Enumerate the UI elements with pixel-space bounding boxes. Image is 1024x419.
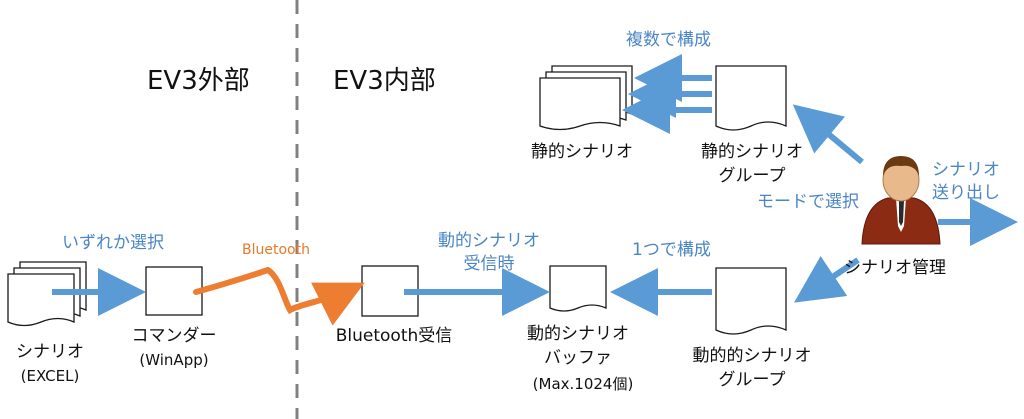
dynamic-group-document-icon bbox=[715, 267, 787, 335]
dynamic-buffer-line3: (Max.1024個) bbox=[532, 375, 634, 393]
dynamic-buffer-line1: 動的シナリオ bbox=[527, 324, 629, 344]
dynamic-group-line2: グループ bbox=[718, 370, 786, 390]
commander-label: コマンダー bbox=[131, 326, 217, 346]
label-composed-of-one: 1つで構成 bbox=[632, 240, 711, 260]
scenario-excel-label: シナリオ bbox=[16, 342, 84, 362]
region-outside-title: EV3外部 bbox=[147, 66, 250, 96]
commander-sub: (WinApp) bbox=[139, 351, 209, 369]
static-scenario-document-stack-icon bbox=[539, 65, 633, 131]
static-group-line2: グループ bbox=[718, 166, 786, 186]
arrow-manager-to-staticgroup bbox=[792, 104, 864, 165]
scenario-excel-sub: (EXCEL) bbox=[20, 367, 80, 385]
bluetooth-link-arrow bbox=[193, 266, 365, 326]
dynamic-group-line1: 動的的シナリオ bbox=[692, 346, 812, 366]
scenario-document-stack-icon bbox=[7, 261, 87, 327]
dynamic-buffer-line2: バッファ bbox=[544, 348, 612, 368]
static-group-document-icon bbox=[715, 65, 787, 131]
dynamic-buffer-document-icon bbox=[549, 265, 607, 312]
manager-label: シナリオ管理 bbox=[844, 258, 946, 278]
static-group-line1: 静的シナリオ bbox=[701, 142, 803, 162]
label-on-dynamic-receive-1: 動的シナリオ bbox=[438, 231, 540, 251]
label-on-dynamic-receive-2: 受信時 bbox=[463, 254, 515, 274]
region-inside-title: EV3内部 bbox=[333, 66, 436, 96]
static-scenario-label: 静的シナリオ bbox=[531, 142, 633, 162]
label-select-one: いずれか選択 bbox=[62, 233, 164, 253]
arrow-manager-to-dyngroup bbox=[794, 256, 860, 303]
manager-person-icon bbox=[861, 156, 941, 245]
label-mode-select: モードで選択 bbox=[757, 192, 859, 212]
label-send-out-1: シナリオ bbox=[932, 160, 1000, 180]
commander-box bbox=[145, 266, 203, 316]
bt-receive-label: Bluetooth受信 bbox=[335, 326, 453, 346]
label-bluetooth: Bluetooth bbox=[242, 242, 310, 258]
label-send-out-2: 送り出し bbox=[932, 183, 1000, 203]
label-composed-of-many: 複数で構成 bbox=[626, 30, 711, 50]
